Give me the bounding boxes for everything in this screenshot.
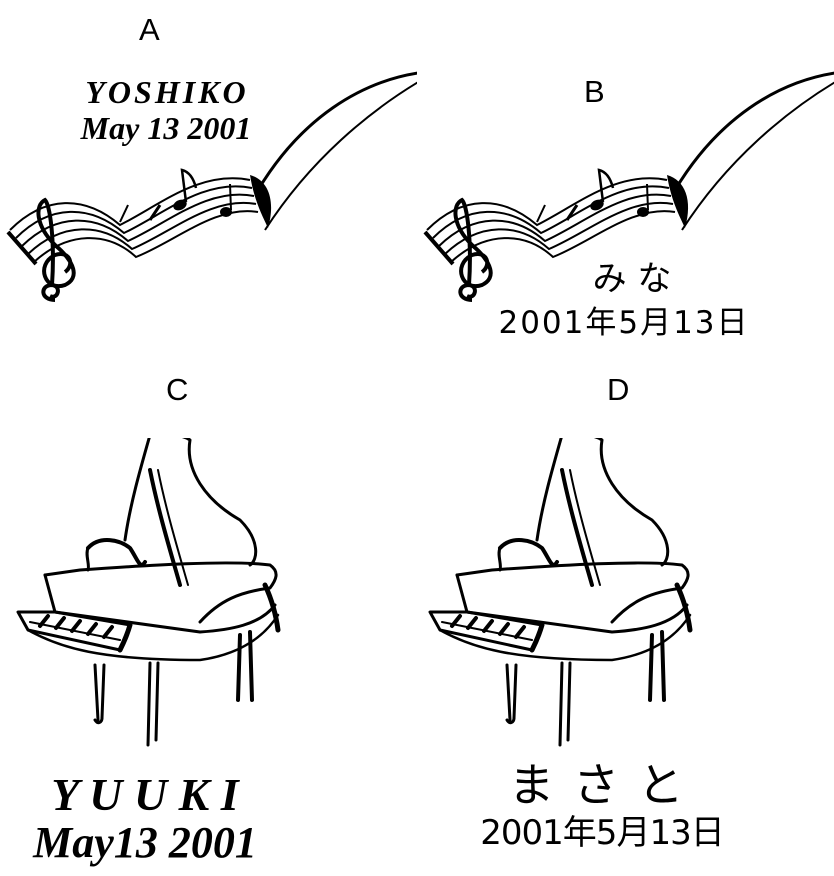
panel-a: A YOSHIKO May 13 2001: [0, 0, 417, 438]
date-text-b: 2001年5月13日: [498, 305, 750, 341]
name-text-a: YOSHIKO: [85, 74, 249, 110]
panel-d: D ま さ と 2001年5月13日: [417, 374, 834, 876]
name-text-d: ま さ と: [508, 758, 686, 812]
date-text-a: May 13 2001: [80, 110, 252, 146]
panel-letter-c: C: [166, 372, 189, 407]
name-text-b: み な: [592, 259, 672, 299]
panel-letter-b: B: [584, 74, 605, 109]
panel-letter-a: A: [139, 12, 160, 47]
name-text-c: Y U U K I: [51, 769, 239, 820]
music-staff-icon: [6, 70, 417, 302]
date-text-d: 2001年5月13日: [480, 813, 724, 853]
panel-letter-d: D: [607, 372, 630, 407]
date-text-c: May13 2001: [33, 818, 257, 867]
panel-c: C Y U U K I May13 2001: [0, 374, 417, 876]
panel-b: B み な 2001年5月13日: [417, 0, 834, 438]
